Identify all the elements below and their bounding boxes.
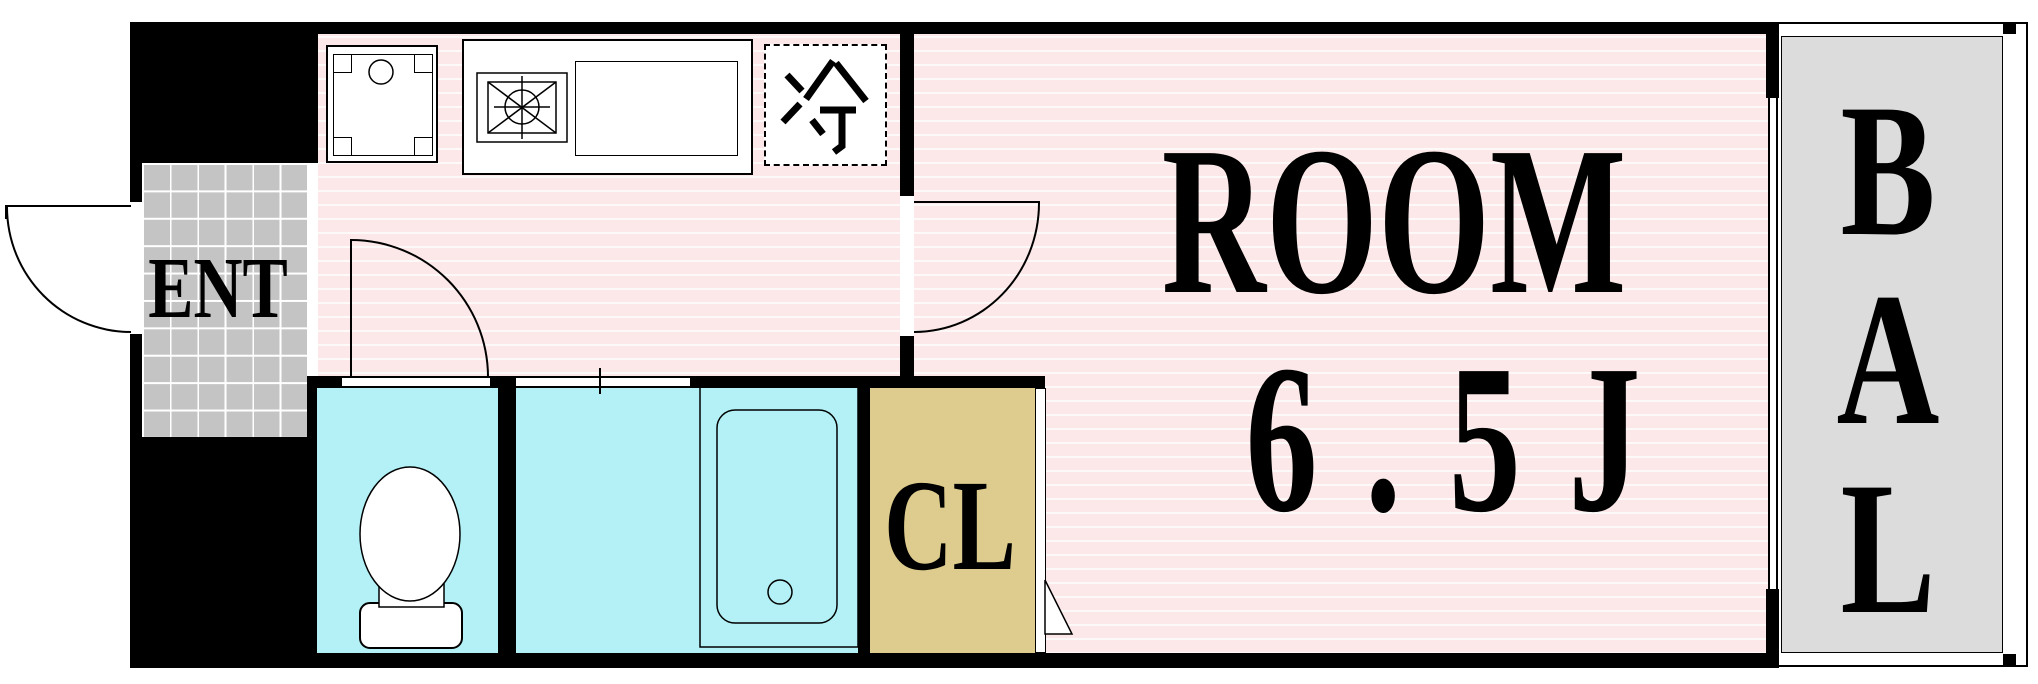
entrance-door-opening: [130, 202, 142, 334]
gas-stove-icon: [476, 72, 568, 143]
washer-pan-foot: [333, 137, 352, 156]
wall: [858, 388, 870, 653]
bathroom-floor: [516, 388, 858, 653]
closet-label: CL: [884, 454, 1016, 598]
balcony-letter: A: [1836, 255, 1940, 465]
entrance-label: ENT: [148, 239, 288, 336]
balcony-slab: [1781, 36, 2003, 653]
entrance-tile-floor: [142, 163, 307, 437]
hall-door-leaf: [350, 239, 352, 377]
wall: [130, 163, 142, 202]
wall: [900, 34, 914, 196]
washer-pan-foot: [414, 54, 433, 73]
balcony-corner-post: [2003, 22, 2016, 34]
wall: [130, 437, 317, 668]
entrance-door-leaf: [5, 205, 7, 219]
room-door-leaf: [914, 201, 1040, 203]
closet-floor: [870, 388, 1035, 653]
room-size-label: 6.5J: [1245, 321, 1689, 556]
balcony-corner-post: [2003, 654, 2016, 666]
balcony-label: B A L: [1813, 66, 1963, 654]
wall: [317, 376, 342, 388]
wall: [690, 376, 1045, 388]
washer-pan-foot: [414, 137, 433, 156]
wall: [1766, 589, 1779, 668]
entrance-door-leaf: [6, 205, 131, 207]
kitchen-sink: [575, 61, 738, 156]
balcony-letter: L: [1840, 444, 1936, 654]
wall: [490, 376, 516, 388]
toilet-door: [342, 376, 490, 388]
wall: [130, 334, 142, 437]
window-glass-line: [1768, 98, 1770, 589]
wall: [307, 376, 317, 668]
wall: [1766, 22, 1779, 98]
refrigerator-space-box: [764, 44, 887, 166]
bathtub-icon: [699, 386, 859, 648]
wall: [130, 653, 1779, 668]
bathroom-sliding-door: [516, 376, 690, 388]
fridge-kanji: 冷: [780, 58, 869, 155]
room-name-label: ROOM: [1161, 103, 1627, 338]
toilet-icon: [359, 466, 463, 649]
wall: [900, 336, 914, 376]
wall: [498, 388, 516, 653]
closet-folding-door: [1035, 388, 1046, 653]
washer-faucet-icon: [368, 59, 394, 85]
wall: [130, 22, 1779, 34]
wall: [130, 22, 318, 163]
room-door-opening: [900, 196, 914, 336]
window-glass-line: [1776, 98, 1778, 589]
washing-machine-pan-inner: [333, 54, 433, 156]
balcony-letter: B: [1840, 66, 1936, 276]
sliding-door-tick: [599, 368, 601, 394]
washer-pan-foot: [333, 54, 352, 73]
entrance-step-edge: [307, 163, 318, 376]
folding-door-triangle: [1044, 579, 1074, 635]
